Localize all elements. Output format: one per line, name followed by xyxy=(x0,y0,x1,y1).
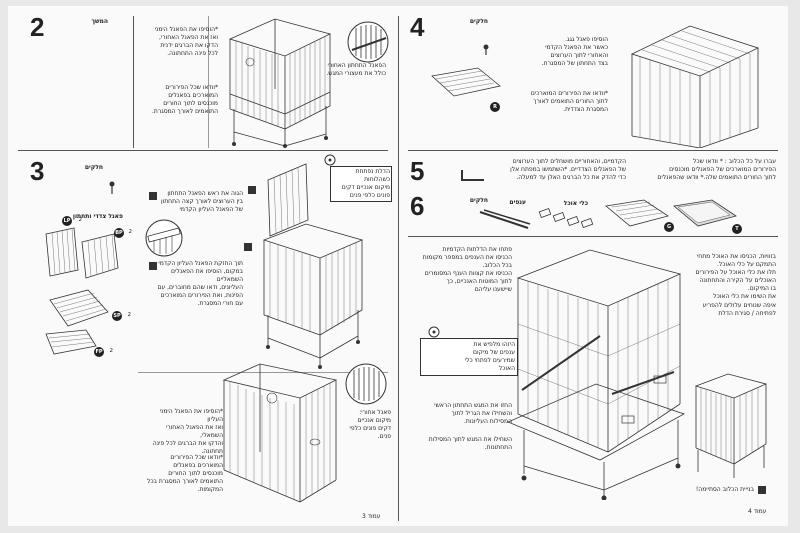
step-number: 5 xyxy=(410,156,425,186)
step-text: השחילו את המגש לתוך המסילות התחתונות. xyxy=(428,436,512,452)
step-badge xyxy=(149,262,157,270)
sub-divider xyxy=(138,372,388,373)
detail-zoom xyxy=(345,363,387,405)
step-text: *וודאו שכל הפירורים המוארכים בפאנלים מוכ… xyxy=(152,84,218,116)
parts-label: חלקים xyxy=(469,18,488,25)
manual-sheet: 2 המשך *הוסיפו את הפאנל הימני ואז את הפא… xyxy=(8,6,788,526)
step-badge xyxy=(149,192,157,200)
step-text: בזוויות, הכניסו את האוכל מתחי התמקם על כ… xyxy=(695,253,776,317)
detail-zoom xyxy=(145,219,183,257)
part-badge: LP xyxy=(62,216,72,226)
feeders-label: כלי אוכל xyxy=(563,200,588,207)
perch-part xyxy=(479,209,531,229)
bottom-panel-part xyxy=(49,289,109,327)
step-divider xyxy=(408,236,778,237)
section-divider xyxy=(133,16,134,148)
finished-cage-thumbnail xyxy=(694,373,768,478)
info-dot-icon xyxy=(324,154,336,166)
callout-text: הדלת נפתחת כשהלוחות מיקום אנכיים דקים פו… xyxy=(330,166,392,203)
step-divider xyxy=(408,150,778,151)
cage-illustration xyxy=(506,249,685,500)
info-dot-icon xyxy=(428,326,440,338)
part-badge: FP xyxy=(94,347,104,357)
cage-illustration xyxy=(630,25,760,148)
step-badge xyxy=(244,243,252,251)
tray-part xyxy=(673,199,737,227)
parts-header: פאנל צדדי ותחתון xyxy=(72,213,123,220)
cage-illustration xyxy=(262,163,364,369)
step-text: פתחו את הדלתות הקדמיות הכניסו את הענפים … xyxy=(422,246,512,294)
section-divider xyxy=(208,16,209,148)
step-text: הקדמיים, והאחוריים מושחלים לתוך הערוצים … xyxy=(510,158,626,182)
step-text: החזו את המגש התחתון הראשי והשחילו את הגר… xyxy=(434,402,512,426)
part-badge: SP xyxy=(112,311,122,321)
step-number: 3 xyxy=(30,156,45,186)
step-text: *הוסיפו את הפאנל הימני ואז את הפאנל האחו… xyxy=(154,26,218,58)
parts-label: חלקים xyxy=(84,164,103,171)
cage-illustration xyxy=(222,363,338,503)
step-text: *וודאו שכל הפירורים המוארכים בפאנלים מוכ… xyxy=(146,454,223,494)
grill-part xyxy=(605,199,669,227)
part-qty: 2 xyxy=(128,229,132,235)
finished-badge xyxy=(758,486,766,494)
roof-panel-part xyxy=(431,67,501,97)
allen-key-icon xyxy=(461,170,484,181)
cage-illustration xyxy=(228,18,332,148)
screw-icon xyxy=(483,44,489,55)
step-text: הוסיפו פאנל גגג. כאשר את הפאנל הקדמי והא… xyxy=(541,36,608,68)
page-number: עמוד 3 xyxy=(362,513,381,520)
step-text: תוך החזקת הפאנל העליון הקדמי במקום, הוסי… xyxy=(157,260,244,308)
page-number: עמוד 4 xyxy=(748,508,767,515)
feeder-part xyxy=(538,207,594,229)
finished-label: בנייית הכלוב הסתיימה! xyxy=(695,486,754,493)
part-qty: 2 xyxy=(78,217,82,223)
part-badge: T xyxy=(732,224,742,234)
part-badge: G xyxy=(664,222,674,232)
callout-text: הפאנל התחתון האחורי כולל את מעצורי המגש. xyxy=(326,62,386,78)
detail-zoom xyxy=(347,21,389,63)
perches-label: ענפים xyxy=(509,199,526,206)
side-panel-part xyxy=(81,233,119,279)
step-text: הגוה את ראש הפאנל התחתון בין הערוצים לאו… xyxy=(160,190,243,214)
part-badge: R xyxy=(490,102,500,112)
step-text: *הוסיפו את הפאנל הימני העליון ואז את הפא… xyxy=(152,408,223,456)
screw-icon xyxy=(109,181,115,194)
step-number: 4 xyxy=(410,12,425,42)
callout-text: היזהו מלפיש את ענפים של מיקום שמירעים לפ… xyxy=(420,338,518,377)
step-divider xyxy=(18,150,388,151)
part-qty: 2 xyxy=(127,312,131,318)
step-header: המשך xyxy=(91,18,108,25)
step-text: עברו על כל הכלוב : * וודאו שכל הפירורים … xyxy=(657,158,776,182)
parts-label: חלקים xyxy=(469,197,488,204)
step-number: 2 xyxy=(30,12,45,42)
step-number: 6 xyxy=(410,191,425,221)
part-badge: BP xyxy=(114,228,124,238)
page-divider xyxy=(398,16,399,521)
step-badge xyxy=(248,186,256,194)
front-panel-part xyxy=(45,329,97,355)
part-qty: 2 xyxy=(109,348,113,354)
side-panel-part xyxy=(45,227,79,277)
step-text: *וודאו את הפירורים המוארכים לתוך החורים … xyxy=(530,90,608,114)
callout-text: פאנל אחורי: מיקום אנכיים דקים פונים כלפי… xyxy=(349,409,391,441)
